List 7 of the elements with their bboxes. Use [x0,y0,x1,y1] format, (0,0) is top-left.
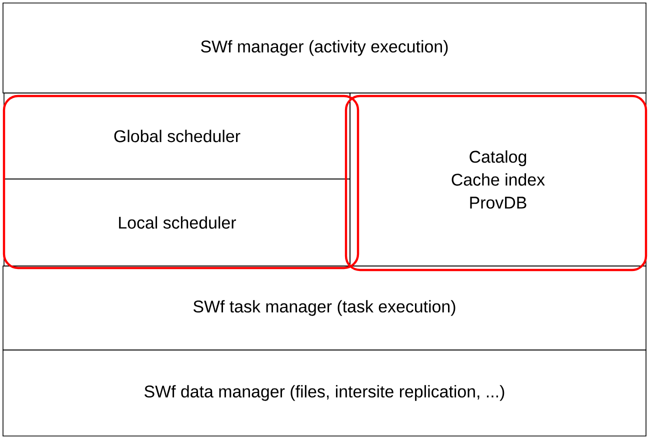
text-box: Local scheduler [4,178,350,266]
text-box: Global scheduler [4,92,350,180]
text-box: SWf task manager (task execution) [2,266,646,350]
highlight-frame [2,94,360,270]
text-box: SWf data manager (files, intersite replication, ...) [2,350,646,436]
text-box: SWf manager (activity execution) [2,2,646,94]
text-box: Catalog Cache index ProvDB [350,92,646,266]
